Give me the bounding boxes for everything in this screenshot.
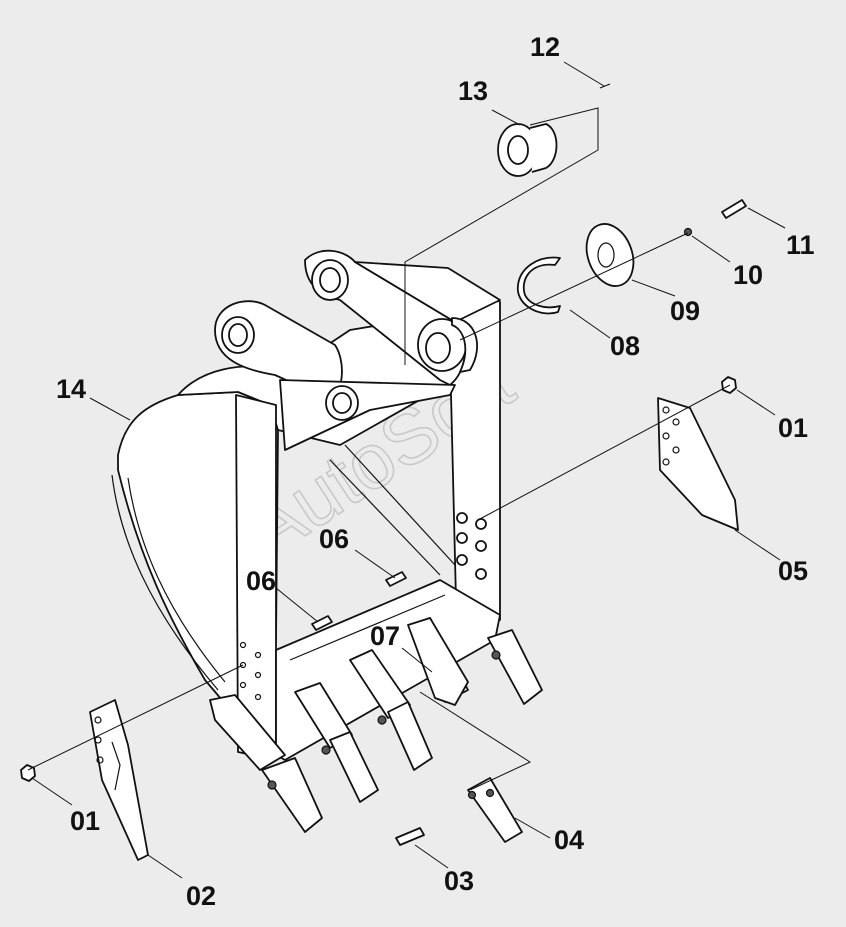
side-cutter-right	[657, 397, 739, 531]
replacement-tooth	[467, 777, 523, 843]
callout-04: 04	[554, 825, 584, 855]
side-cutter-left	[89, 699, 149, 861]
tooth-1	[209, 694, 323, 833]
tooth-5	[487, 629, 543, 705]
hinge-bracket	[214, 249, 501, 451]
tooth-3	[349, 649, 433, 771]
tooth-2	[294, 682, 379, 803]
cotter-pin	[599, 83, 611, 89]
callout-01-right: 01	[778, 413, 808, 443]
tooth-pin	[395, 827, 425, 846]
tooth-adapter	[407, 617, 469, 706]
callout-14: 14	[56, 374, 86, 404]
callout-06-lower: 06	[246, 566, 276, 596]
callout-02: 02	[186, 881, 216, 911]
callout-01-left: 01	[70, 806, 100, 836]
callout-08: 08	[610, 331, 640, 361]
callout-06-upper: 06	[319, 524, 349, 554]
callout-10: 10	[733, 260, 763, 290]
callout-12: 12	[530, 32, 560, 62]
callout-labels: 12 13 11 10 09 08 14 01 05 06 06 07 01 0…	[56, 32, 815, 911]
bolt-upper	[385, 571, 407, 587]
shim-plate	[585, 223, 635, 287]
callout-07: 07	[370, 621, 400, 651]
bolt-lower	[311, 615, 333, 631]
callout-05: 05	[778, 556, 808, 586]
nut-left	[20, 764, 36, 782]
shim-bolt	[721, 199, 747, 219]
callout-11: 11	[786, 230, 815, 260]
callout-03: 03	[444, 866, 474, 896]
callout-13: 13	[458, 76, 488, 106]
leader-lines	[27, 61, 786, 879]
callout-09: 09	[670, 296, 700, 326]
bushing	[497, 123, 558, 177]
retaining-ring	[517, 256, 561, 315]
